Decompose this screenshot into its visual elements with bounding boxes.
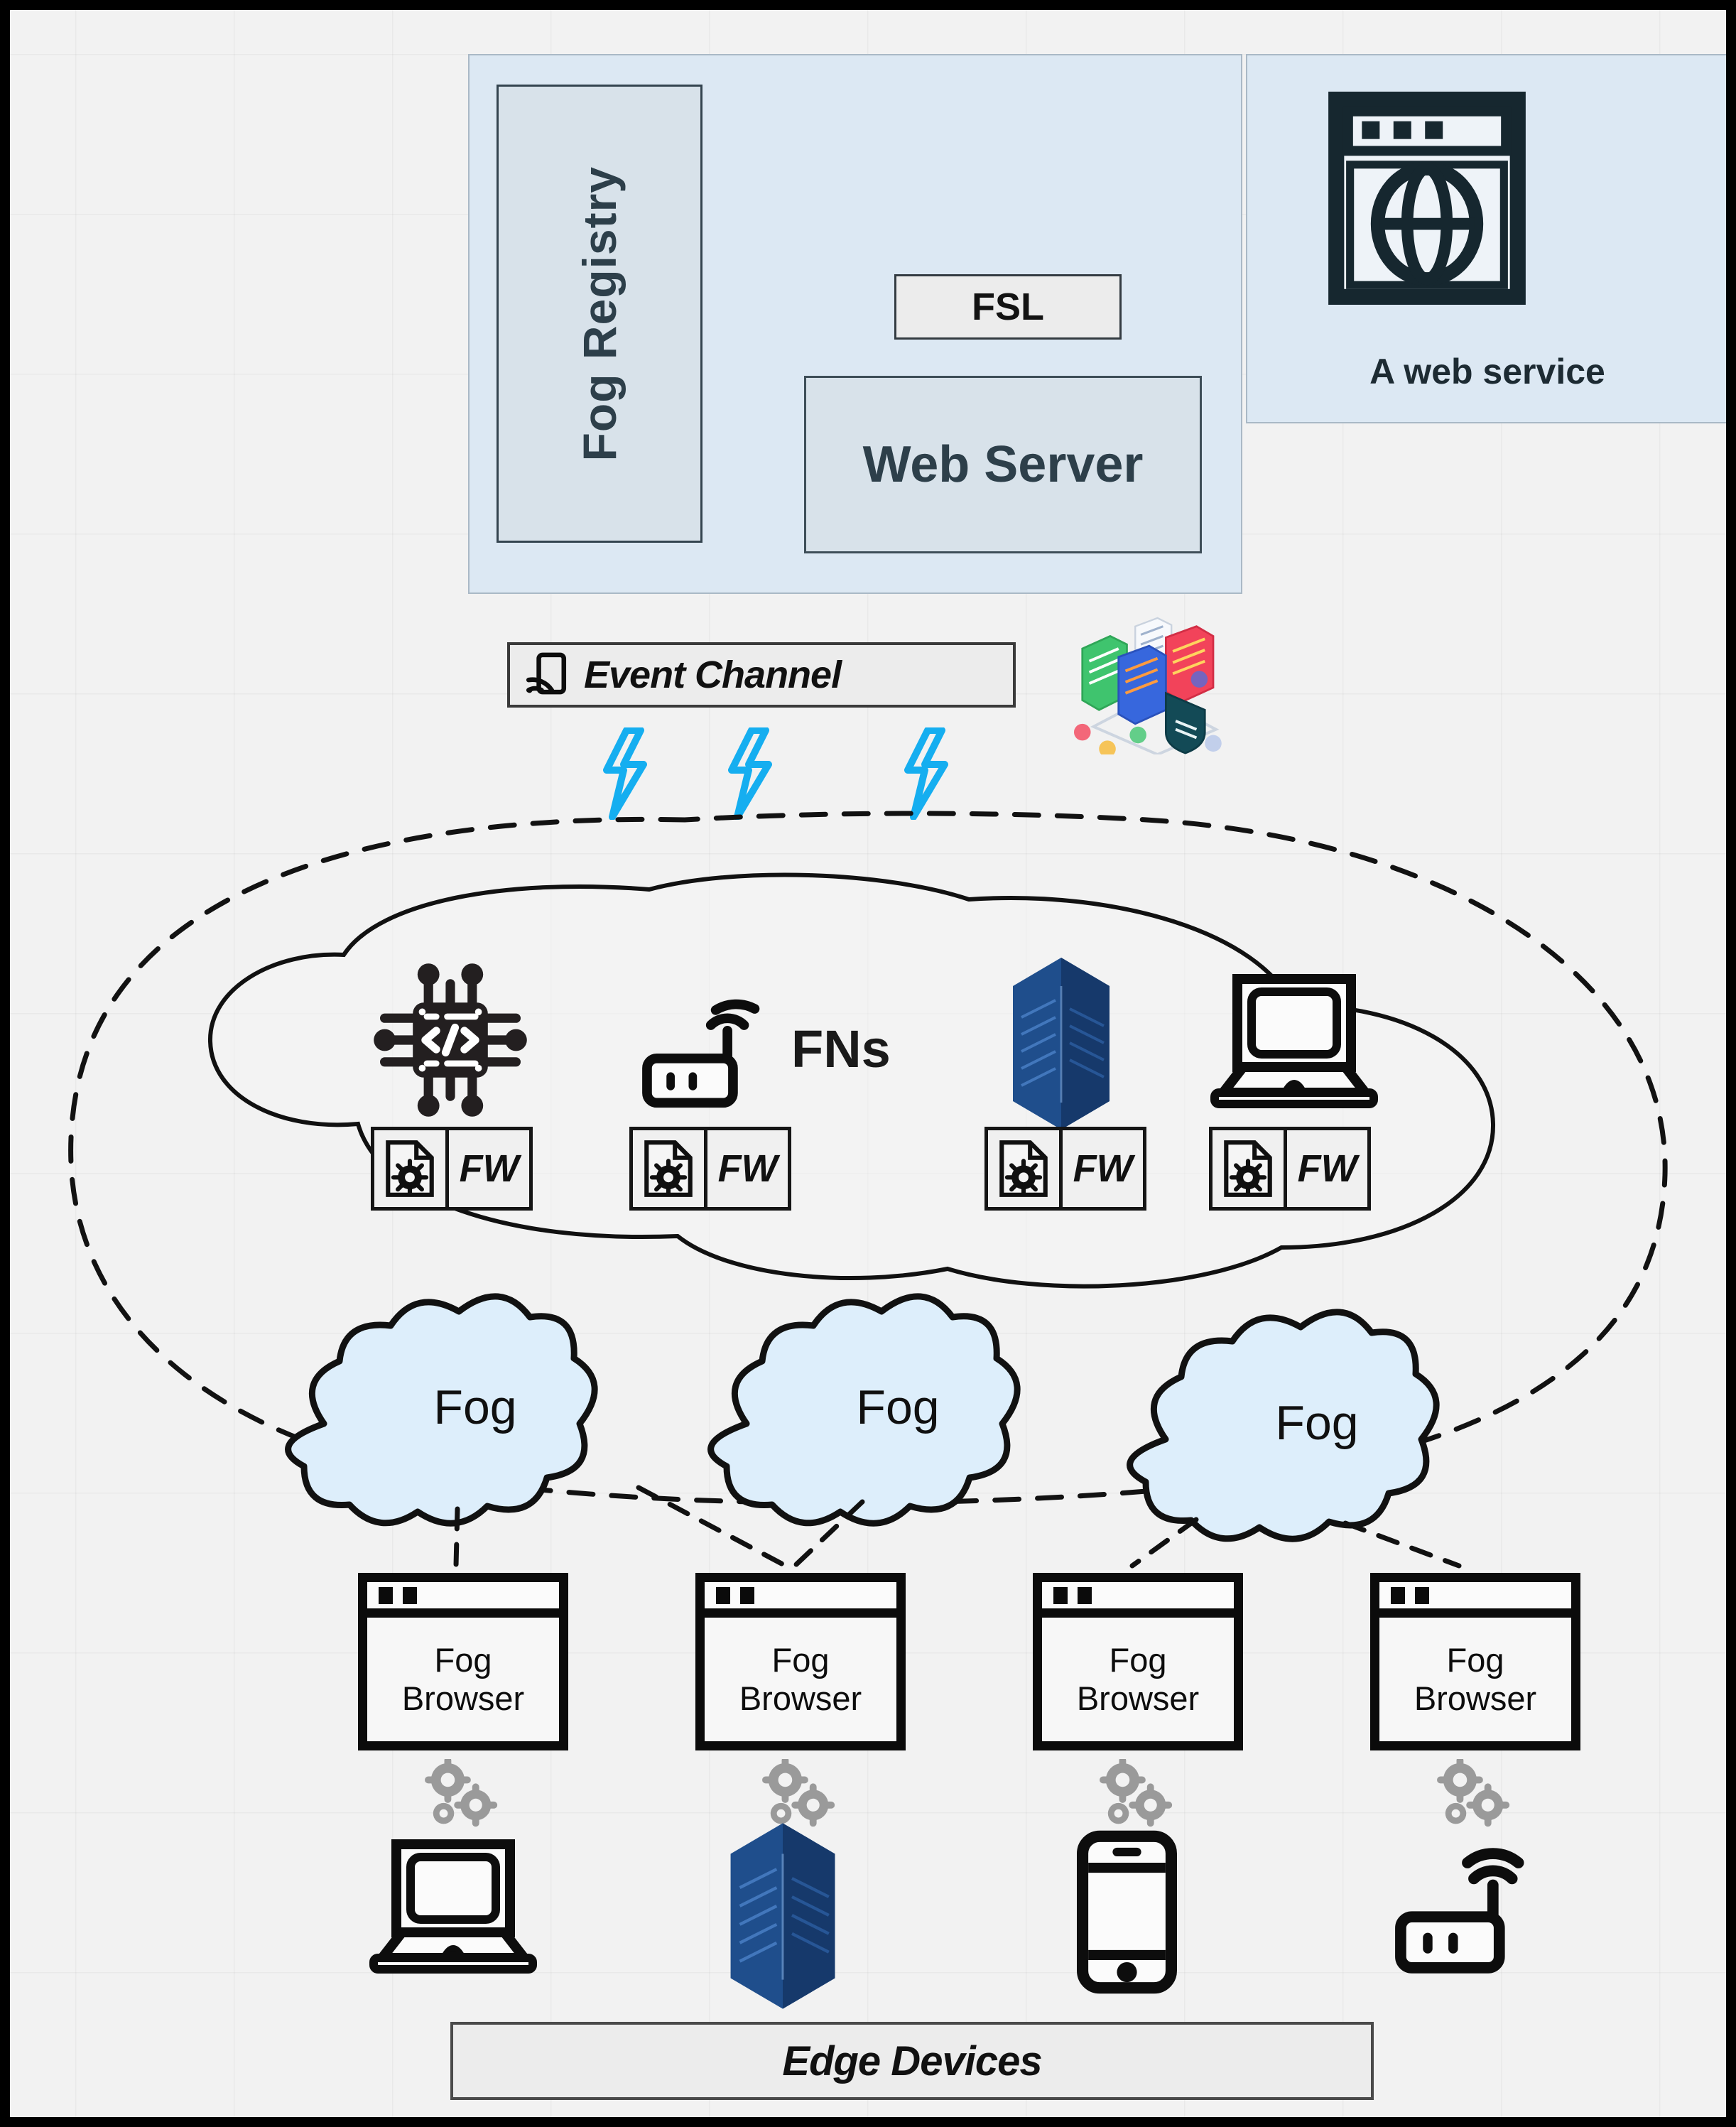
event-bolts-group: [592, 727, 990, 821]
fog-browser-line1: Fog: [434, 1641, 492, 1679]
gears-icon: [1097, 1757, 1182, 1837]
web-server-label: Web Server: [862, 436, 1144, 493]
gears-icon: [422, 1757, 507, 1837]
server-rack-icon: [1004, 955, 1118, 1132]
gear-document-icon: [374, 1130, 450, 1207]
fog-to-browser-links: [453, 1485, 1462, 1569]
window-dot-icon: [740, 1586, 754, 1604]
fog-browser-line2: Browser: [1414, 1679, 1537, 1717]
server-racks-shield-icon: [1060, 615, 1227, 757]
window-dot-icon: [1053, 1586, 1068, 1604]
fsl-box[interactable]: FSL: [894, 274, 1122, 340]
fw-label: FW: [1297, 1147, 1357, 1190]
fsl-label: FSL: [972, 286, 1044, 328]
fog-browser[interactable]: Fog Browser: [358, 1573, 568, 1750]
fog-cloud-label: Fog: [856, 1380, 940, 1434]
fog-browser[interactable]: Fog Browser: [695, 1573, 906, 1750]
server-rack-icon: [720, 1820, 845, 2012]
lightning-bolt-icon: [904, 727, 948, 821]
laptop-icon: [365, 1836, 543, 1978]
window-dot-icon: [1391, 1586, 1405, 1604]
edge-devices-bar: Edge Devices: [450, 2022, 1374, 2100]
window-dot-icon: [379, 1586, 393, 1604]
fog-browser-line2: Browser: [739, 1679, 862, 1717]
gear-document-icon: [988, 1130, 1063, 1207]
fog-registry-label: Fog Registry: [573, 166, 626, 462]
fog-browser-line1: Fog: [771, 1641, 830, 1679]
fw-badge: FW: [371, 1127, 533, 1211]
browser-globe-icon: [1328, 92, 1526, 305]
browser-body: Fog Browser: [1379, 1618, 1571, 1741]
web-server-box[interactable]: Web Server: [804, 376, 1202, 553]
fog-browser-line1: Fog: [1109, 1641, 1167, 1679]
fw-label: FW: [717, 1147, 778, 1190]
window-dot-icon: [1078, 1586, 1092, 1604]
event-channel-label: Event Channel: [584, 654, 842, 696]
fog-browser[interactable]: Fog Browser: [1370, 1573, 1580, 1750]
fog-browser-line1: Fog: [1446, 1641, 1504, 1679]
gear-document-icon: [633, 1130, 708, 1207]
wifi-router-icon: [1388, 1836, 1541, 1988]
fog-cloud-label: Fog: [433, 1380, 517, 1434]
gears-icon: [759, 1757, 845, 1837]
edge-devices-label: Edge Devices: [782, 2037, 1042, 2084]
browser-body: Fog Browser: [1042, 1618, 1234, 1741]
fw-badge: FW: [984, 1127, 1146, 1211]
fns-label: FNs: [791, 1019, 891, 1078]
lightning-bolt-icon: [728, 727, 772, 821]
browser-title-bar: [1379, 1582, 1571, 1618]
wifi-router-icon: [635, 997, 770, 1111]
web-service-label: A web service: [1369, 352, 1605, 391]
laptop-icon: [1206, 970, 1384, 1113]
fw-label: FW: [1073, 1147, 1133, 1190]
gear-document-icon: [1213, 1130, 1288, 1207]
gears-icon: [1434, 1757, 1519, 1837]
fw-badge: FW: [1209, 1127, 1371, 1211]
browser-body: Fog Browser: [705, 1618, 896, 1741]
microchip-code-icon: [372, 962, 528, 1118]
lightning-bolt-icon: [603, 727, 647, 821]
window-dot-icon: [716, 1586, 730, 1604]
fog-browser-line2: Browser: [401, 1679, 525, 1717]
window-dot-icon: [403, 1586, 417, 1604]
browser-title-bar: [367, 1582, 559, 1618]
window-dot-icon: [1415, 1586, 1429, 1604]
fog-registry-box[interactable]: Fog Registry: [497, 85, 702, 543]
cast-screen-icon: [526, 652, 567, 698]
smartphone-icon: [1075, 1829, 1178, 1996]
fw-label: FW: [459, 1147, 519, 1190]
browser-title-bar: [705, 1582, 896, 1618]
fog-cloud-label: Fog: [1275, 1396, 1359, 1450]
fw-badge: FW: [629, 1127, 791, 1211]
fog-browser[interactable]: Fog Browser: [1033, 1573, 1243, 1750]
browser-body: Fog Browser: [367, 1618, 559, 1741]
browser-title-bar: [1042, 1582, 1234, 1618]
event-channel-box[interactable]: Event Channel: [507, 642, 1016, 708]
fog-browser-line2: Browser: [1076, 1679, 1200, 1717]
